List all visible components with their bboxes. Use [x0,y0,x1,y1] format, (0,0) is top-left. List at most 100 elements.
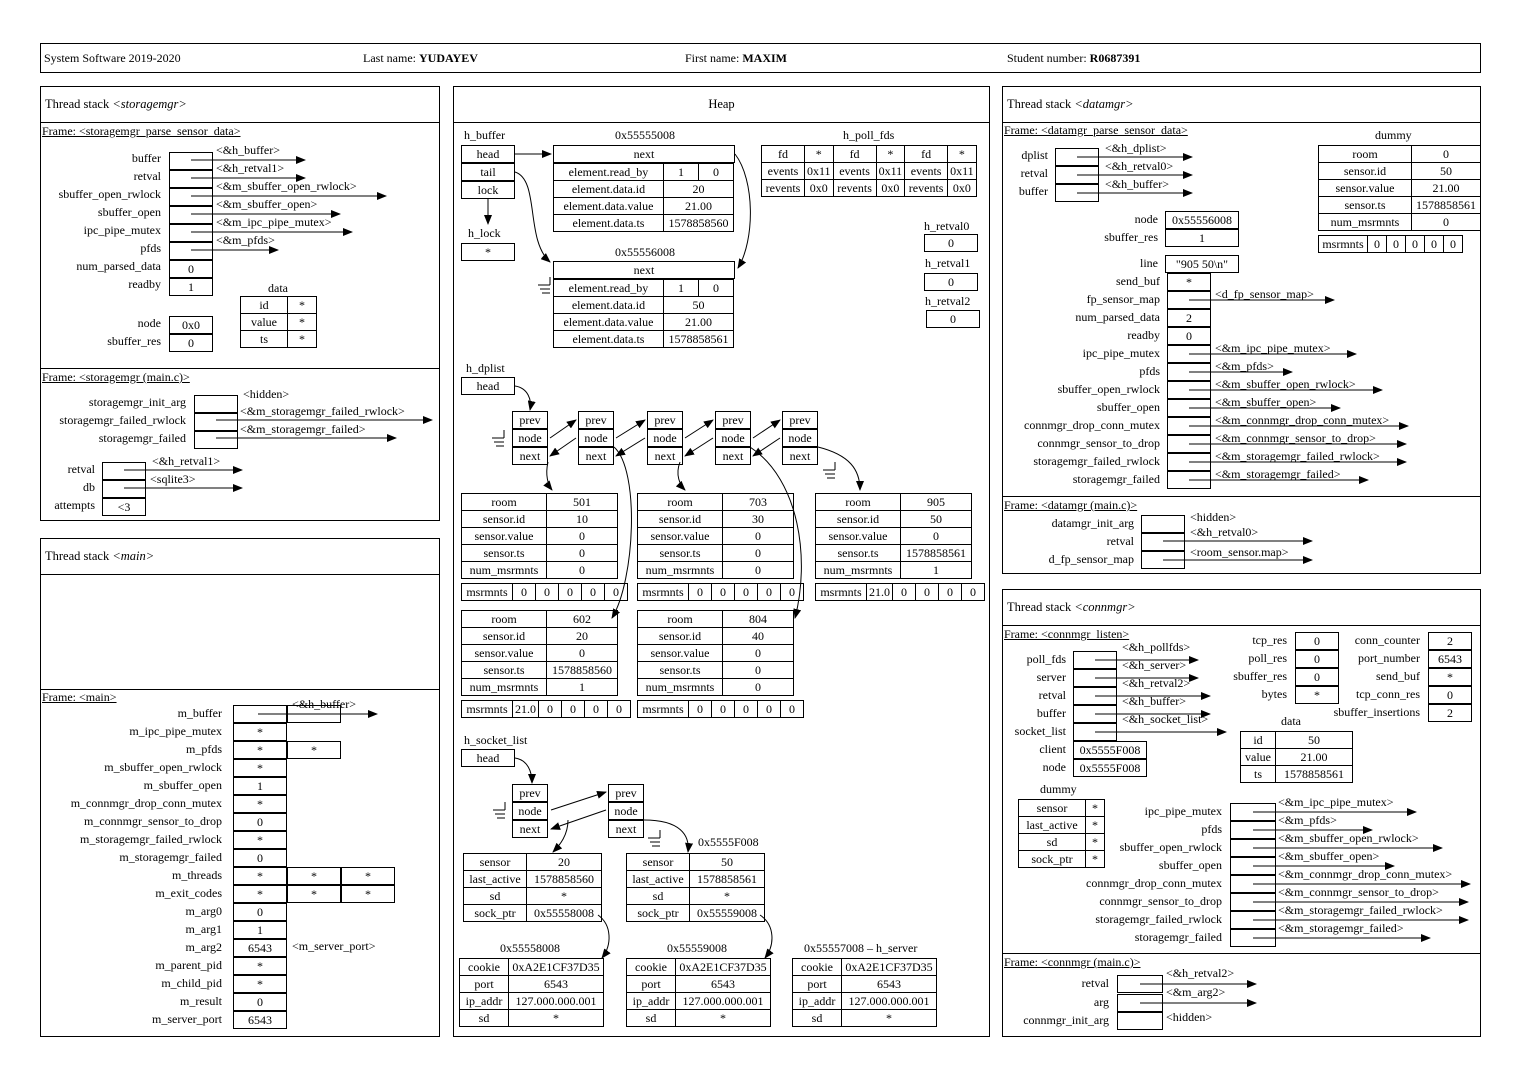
pointer-cell [1073,669,1117,687]
main-title: Thread stack <main> [41,539,439,575]
node-label: node [137,316,161,330]
pointer-cell [1117,994,1163,1012]
value-cell [233,705,287,723]
pointer-target: <&m_pfds> [1215,359,1274,373]
pointer-cell [1055,184,1099,202]
table-cell: sensor.ts [815,544,901,562]
pointer-target: <&h_buffer> [1105,177,1169,191]
dnode-field-node: node [578,429,614,447]
value-cell: 2 [1428,632,1472,650]
table-cell: * [689,887,765,905]
pointer-cell [1055,166,1099,184]
dummy-title: dummy [1040,782,1077,796]
pointer-target: <&m_sbuffer_open_rwlock> [1278,831,1419,845]
var-fp_sensor_map: fp_sensor_map [1086,292,1160,306]
table-cell: 1578858560 [526,870,602,888]
table-row: last_active* [1018,816,1105,834]
socket-list-head: head [461,749,515,767]
table-cell: 1578858561 [663,330,734,348]
title-prefix: Thread stack [1007,600,1072,614]
table-row: sd* [626,1009,771,1027]
var-connmgr_init_arg: connmgr_init_arg [1023,1013,1109,1027]
table-cell: sensor [1018,799,1086,817]
table-row: sock_ptr* [1018,850,1105,868]
var-server: server [1036,670,1066,684]
table-row: sd* [626,887,765,905]
table-cell: 0 [535,583,559,601]
value-cell: 6543 [1428,650,1472,668]
table-cell: num_msrmnts [637,678,723,696]
pointer-target: <&h_buffer> [1122,694,1186,708]
pointer-target: <hidden> [1166,1010,1213,1024]
table-cell: sensor.value [461,644,547,662]
var-readby: readby [128,277,161,291]
table-cell: sensor.id [461,627,547,645]
table-cell: * [287,330,317,348]
pointer-cell [1230,857,1276,875]
table-cell: msrmnts [1318,235,1368,253]
var-connmgr_drop_conn_mutex: connmgr_drop_conn_mutex [1086,876,1222,890]
dnode-field-next: next [715,447,751,465]
table-cell: 804 [722,610,794,628]
table-cell: element.read_by [553,163,664,181]
table-cell: 0xA2E1CF37D35 [508,958,604,976]
table-cell: 0 [734,700,758,718]
var-dplist: dplist [1021,148,1048,162]
table-cell: 0x11 [947,162,977,180]
node1-address: 0x55555008 [615,128,675,142]
value-cell [1167,471,1211,489]
value-cell: 1 [233,921,287,939]
dnode-field-prev: prev [512,411,548,429]
table-cell: 127.000.000.001 [675,992,771,1010]
table-cell: sensor.ts [461,661,547,679]
table-cell: 1578858560 [663,214,734,232]
var-ipc_pipe_mutex: ipc_pipe_mutex [83,223,161,237]
table-cell: room [815,493,901,511]
table-cell: sensor.value [637,644,723,662]
pointer-target: <&h_buffer> [292,697,356,711]
value-cell: 2 [1428,704,1472,722]
pointer-cell [1230,875,1276,893]
table-cell: events [904,162,949,180]
table-cell: ip_addr [792,992,842,1010]
first-name-value: MAXIM [742,51,787,65]
var-m_result: m_result [180,994,222,1008]
sock-node-field-node: node [512,802,548,820]
value-cell [1167,435,1211,453]
h-buffer-title: h_buffer [464,128,506,142]
table-cell: last_active [626,870,690,888]
dnode-field-prev: prev [782,411,818,429]
table-row: value* [240,313,317,331]
var-m_parent_pid: m_parent_pid [155,958,222,972]
value-cell [1167,417,1211,435]
table-cell: 0 [1367,235,1387,253]
table-cell: * [804,145,834,163]
table-cell: 50 [1275,731,1353,749]
sock-node-field-prev: prev [512,784,548,802]
pointer-target: <d_fp_sensor_map> [1215,287,1314,301]
pointer-cell [1230,893,1276,911]
table-cell: 0 [780,700,804,718]
table-cell: value [1240,748,1276,766]
pointer-target: <&m_storagemgr_failed_rwlock> [1278,903,1443,917]
h-lock-value: * [461,243,515,261]
table-cell: 0 [1386,235,1406,253]
frame-connmgr-listen: Frame: <connmgr_listen> [1004,627,1130,641]
table-cell: num_msrmnts [461,561,547,579]
dnode-field-node: node [647,429,683,447]
table-cell: 20 [663,180,734,198]
table-cell: fd [904,145,949,163]
var-port_number: port_number [1358,651,1420,665]
pointer-target: <&m_connmgr_sensor_to_drop> [1215,431,1376,445]
var-num_parsed_data: num_parsed_data [1075,310,1160,324]
table-cell: 10 [546,510,618,528]
frame-datamgr-main: Frame: <datamgr (main.c)> [1004,498,1138,512]
var-retval: retval [1038,688,1066,702]
pointer-target: <&h_dplist> [1105,141,1167,155]
